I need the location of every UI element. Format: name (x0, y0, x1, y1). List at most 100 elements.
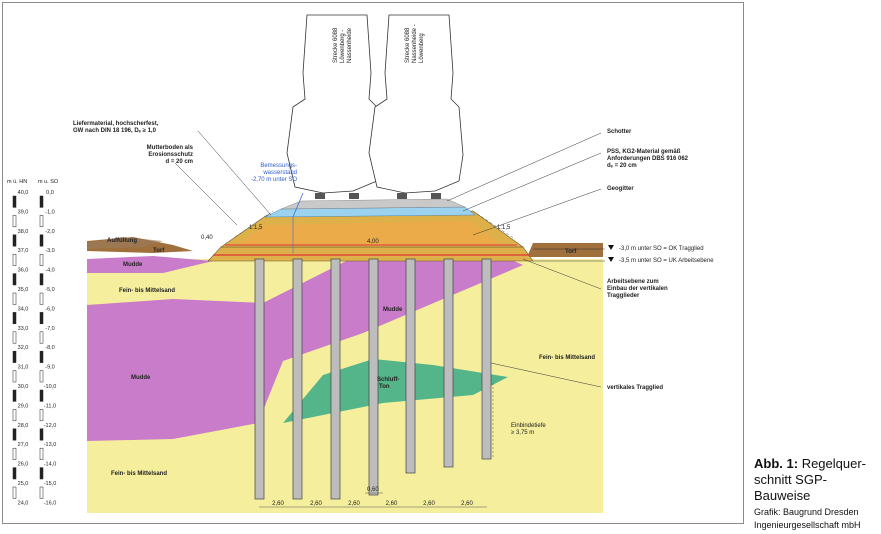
train-route-from: Löwenberg - (340, 30, 346, 63)
train-label: Strecke 6088 (333, 27, 339, 63)
train-route-to: Nassenheide (347, 27, 353, 63)
scale-bar-segment (12, 273, 17, 286)
label-mudde-small: Mudde (123, 262, 143, 268)
so-tick-label: -4,0 (45, 268, 54, 274)
bogie (349, 193, 359, 199)
label-mudde-center: Mudde (383, 307, 403, 313)
label-slope-left: 1:1,5 (249, 225, 263, 231)
pile (481, 258, 492, 460)
axis-header-so: m u. SO (38, 179, 59, 185)
so-tick-label: -5,0 (45, 287, 54, 293)
scale-bar-segment (12, 331, 17, 344)
torf-right-layer (527, 243, 603, 257)
scale-bars (12, 195, 44, 499)
scale-bar-segment (39, 195, 44, 208)
leader-line (174, 162, 238, 226)
mudde-upper-layer (87, 256, 213, 273)
train-label: Strecke 6088 (405, 27, 411, 63)
so-tick-label: -1,0 (45, 209, 54, 215)
bogie (431, 193, 441, 199)
label-vertikales-tragglied: vertikales Tragglied (607, 385, 663, 391)
label-torf-right: Torf (565, 249, 577, 255)
leader-line (446, 132, 602, 202)
auffuellung-layer (87, 237, 163, 249)
scale-bar-segment (12, 467, 17, 480)
train-label: Löwenberg (419, 33, 425, 63)
label-bemessungswasserstand: Bemessungs-wasserstand-2,70 m unter SO (251, 163, 297, 183)
bogie (315, 193, 325, 199)
slope-dashed-line (472, 210, 516, 240)
caption-title-line1: Regelquer- (801, 456, 867, 471)
scale-bar-segment (39, 312, 44, 325)
pile (330, 258, 341, 500)
train-line-name: Strecke 6088 (405, 27, 411, 63)
uk-arbeitsebene-marker (608, 257, 614, 262)
leader-line (462, 152, 602, 212)
pile (443, 258, 454, 468)
hn-tick-label: 31,0 (18, 365, 29, 371)
label-ok-tragglied: -3,0 m unter SO = OK Tragglied (619, 246, 704, 252)
scale-bar-segment (39, 428, 44, 441)
slope-dashed-line (234, 210, 274, 238)
hn-tick-label: 25,0 (18, 481, 29, 487)
so-tick-label: 0,0 (46, 190, 54, 196)
train-line-name: Strecke 6088 (333, 27, 339, 63)
scale-bar-segment (39, 486, 44, 499)
hn-tick-label: 27,0 (18, 442, 29, 448)
so-tick-label: -11,0 (44, 403, 56, 409)
scale-bar-segment (12, 409, 17, 422)
caption-title-line2: schnitt SGP-Bauweise (754, 472, 827, 503)
bogie (397, 193, 407, 199)
credit-line2: Ingenieurgesellschaft mbH (754, 520, 861, 530)
hn-tick-label: 34,0 (18, 306, 29, 312)
so-tick-label: -13,0 (44, 442, 57, 448)
scale-bar-segment (12, 234, 17, 247)
scale-bar-segment (39, 273, 44, 286)
hn-tick-label: 38,0 (18, 229, 29, 235)
leader-line (472, 188, 602, 236)
pile (405, 258, 416, 474)
label-slope-right: 1:1,5 (497, 225, 511, 231)
so-tick-label: -12,0 (44, 423, 57, 429)
scale-bar-segment (12, 447, 17, 460)
train-route-from: Nassenheide - (412, 24, 418, 63)
label-sand-right: Fein- bis Mittelsand (539, 355, 595, 361)
scale-bar-segment (39, 350, 44, 363)
so-tick-label: -8,0 (45, 345, 54, 351)
scale-bar-segment (12, 486, 17, 499)
scale-bar-segment (12, 312, 17, 325)
label-mudde-left: Mudde (131, 375, 151, 381)
spacing-label: 2,60 (423, 501, 435, 507)
pile (292, 258, 303, 500)
scale-bar-segment (39, 215, 44, 228)
scale-bar-segment (12, 292, 17, 305)
cross-section-diagram: Strecke 6088 Löwenberg - Nassenheide Str… (7, 14, 714, 513)
gravel-layer (237, 221, 501, 245)
leader-line (197, 130, 272, 216)
label-schotter: Schotter (607, 129, 632, 135)
hn-tick-label: 30,0 (18, 384, 29, 390)
schotter-layer (280, 198, 466, 210)
hn-tick-label: 37,0 (18, 248, 29, 254)
water-level-line (292, 192, 304, 218)
pile (368, 258, 379, 496)
leader-line (522, 258, 602, 290)
scale-bar-segment (39, 409, 44, 422)
hn-tick-label: 29,0 (18, 403, 29, 409)
train-left: Strecke 6088 Löwenberg - Nassenheide (286, 14, 382, 199)
caption-title: Abb. 1: Regelquer- schnitt SGP-Bauweise (754, 456, 879, 504)
train-label: Löwenberg - (340, 30, 346, 63)
spacing-label: 2,60 (272, 501, 284, 507)
label-uk-arbeitsebene: -3,5 m unter SO = UK Arbeitsebene (619, 258, 714, 264)
label-auffuellung: Auffüllung (107, 238, 137, 244)
train-body (368, 14, 464, 194)
train-label: Nassenheide - (412, 24, 418, 63)
spacing-dimensions (259, 383, 494, 508)
scale-bar-segment (12, 389, 17, 402)
label-geogitter: Geogitter (607, 186, 634, 192)
scale-bar-segment (12, 350, 17, 363)
hn-tick-label: 26,0 (18, 462, 29, 468)
spacing-label: 2,60 (348, 501, 360, 507)
